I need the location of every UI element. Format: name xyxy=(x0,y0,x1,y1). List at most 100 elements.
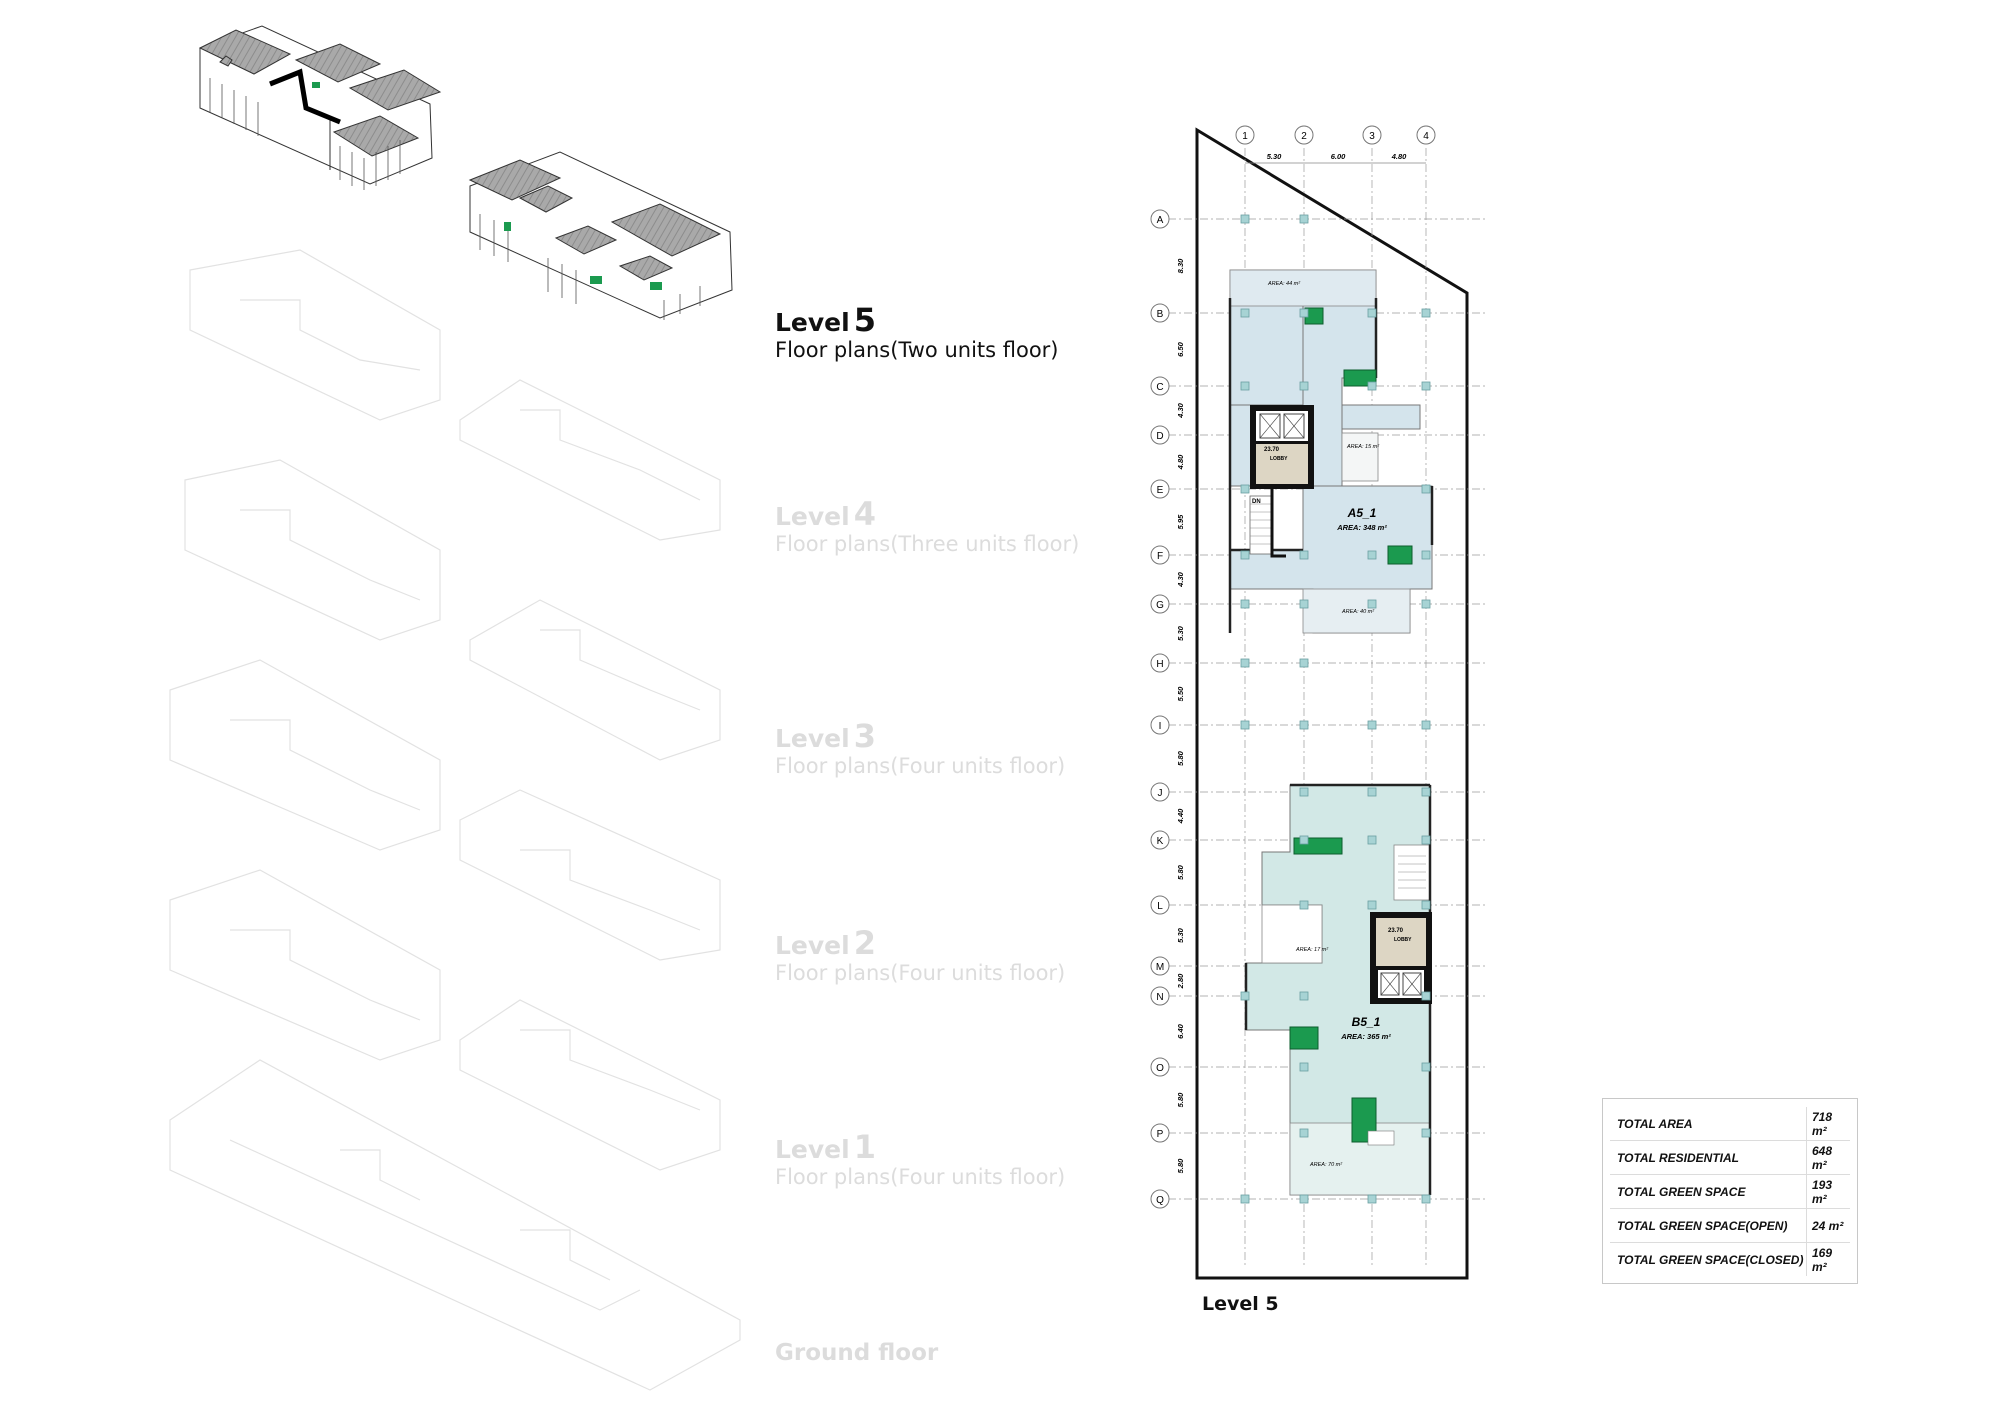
grid-bubble-2: 2 xyxy=(1294,125,1314,145)
column-marker xyxy=(1299,787,1309,797)
column-marker xyxy=(1421,484,1431,494)
grid-bubble-g-label: G xyxy=(1156,600,1164,611)
grid-bubble-j: J xyxy=(1150,782,1170,802)
row-dim-2: 6.50 xyxy=(1176,341,1185,356)
grid-bubble-1: 1 xyxy=(1235,125,1255,145)
grid-bubble-b-label: B xyxy=(1157,309,1164,320)
lobby-b-label: LOBBY xyxy=(1394,937,1412,943)
grid-bubble-c-label: C xyxy=(1156,382,1163,393)
column-marker xyxy=(1421,1128,1431,1138)
column-marker xyxy=(1421,787,1431,797)
row-dim-7: 5.30 xyxy=(1176,625,1185,640)
grid-bubble-3: 3 xyxy=(1362,125,1382,145)
grid-bubble-1-label: 1 xyxy=(1242,131,1248,142)
area-label-3: AREA: 40 m² xyxy=(1341,609,1374,615)
grid-bubble-e-label: E xyxy=(1157,485,1164,496)
unit-b5-1[interactable]: 23.70 LOBBY B5_1 AREA: 365 m² AREA: 17 m… xyxy=(1244,783,1432,1196)
column-dim-3: 4.80 xyxy=(1391,152,1407,161)
lobby-a xyxy=(1256,444,1308,484)
column-marker xyxy=(1299,599,1309,609)
stair-a-label: DN xyxy=(1252,499,1261,505)
grid-bubble-b: B xyxy=(1150,303,1170,323)
summary-value: 169 m² xyxy=(1806,1242,1850,1276)
summary-row: TOTAL GREEN SPACE(OPEN)24 m² xyxy=(1610,1208,1850,1243)
summary-label: TOTAL AREA xyxy=(1610,1107,1807,1141)
grid-bubble-d: D xyxy=(1150,425,1170,445)
row-dim-16: 5.80 xyxy=(1176,1158,1185,1173)
level-2-subtitle: Floor plans(Four units floor) xyxy=(775,961,1066,985)
row-dim-5: 5.95 xyxy=(1176,514,1185,529)
grid-bubble-i: I xyxy=(1150,715,1170,735)
row-dim-10: 4.40 xyxy=(1176,808,1185,824)
unit-a5-1[interactable]: 23.70 LOBBY DN A5_1 AREA: 348 m² AREA: 4… xyxy=(1228,269,1434,634)
column-marker xyxy=(1421,1194,1431,1204)
grid-bubble-d-label: D xyxy=(1156,431,1163,442)
summary-label: TOTAL GREEN SPACE xyxy=(1610,1174,1807,1209)
column-marker xyxy=(1421,900,1431,910)
grid-bubble-i-label: I xyxy=(1159,721,1162,732)
column-marker xyxy=(1421,835,1431,845)
grid-bubble-j-label: J xyxy=(1158,788,1163,799)
column-marker xyxy=(1240,658,1250,668)
grid-bubble-k: K xyxy=(1150,830,1170,850)
level-3-number: 3 xyxy=(853,717,876,755)
column-marker xyxy=(1299,720,1309,730)
column-marker xyxy=(1367,550,1377,560)
column-marker xyxy=(1240,1194,1250,1204)
lobby-a-level: 23.70 xyxy=(1264,447,1280,453)
summary-value: 24 m² xyxy=(1806,1208,1850,1243)
unit-b5-1-name: B5_1 xyxy=(1352,1015,1381,1029)
column-marker xyxy=(1421,991,1431,1001)
column-marker xyxy=(1240,599,1250,609)
grid-bubble-a: A xyxy=(1150,209,1170,229)
row-dim-15: 5.80 xyxy=(1176,1092,1185,1107)
level5-axo-block-b xyxy=(468,151,733,320)
faded-axo-models xyxy=(169,249,741,1391)
column-marker xyxy=(1299,1128,1309,1138)
level-5-subtitle: Floor plans(Two units floor) xyxy=(775,338,1059,362)
grid-bubble-m: M xyxy=(1150,956,1170,976)
ground-floor-label[interactable]: Ground floor xyxy=(775,1340,939,1366)
grid-bubble-3-label: 3 xyxy=(1369,131,1375,142)
grid-bubble-l-label: L xyxy=(1157,901,1163,912)
column-marker xyxy=(1367,835,1377,845)
area-label-5: AREA: 70 m² xyxy=(1309,1162,1342,1168)
column-marker xyxy=(1299,1062,1309,1072)
summary-value: 193 m² xyxy=(1806,1174,1850,1209)
level-1-number: 1 xyxy=(853,1128,876,1166)
column-marker xyxy=(1299,550,1309,560)
column-marker xyxy=(1367,1194,1377,1204)
grid-bubble-o-label: O xyxy=(1156,1063,1164,1074)
column-marker xyxy=(1421,720,1431,730)
column-marker xyxy=(1240,214,1250,224)
unit-a5-1-name: A5_1 xyxy=(1347,506,1377,520)
summary-label: TOTAL GREEN SPACE(CLOSED) xyxy=(1617,1252,1804,1267)
grid-bubble-a-label: A xyxy=(1157,215,1164,226)
level-5-word: Level xyxy=(775,308,850,337)
grid-bubble-n-label: N xyxy=(1156,992,1163,1003)
level-3-subtitle: Floor plans(Four units floor) xyxy=(775,754,1066,778)
column-dim-1: 5.30 xyxy=(1267,152,1282,161)
grid-bubble-l: L xyxy=(1150,895,1170,915)
grid-bubble-f-label: F xyxy=(1157,551,1163,562)
column-marker xyxy=(1240,550,1250,560)
column-marker xyxy=(1367,787,1377,797)
grid-bubble-4-label: 4 xyxy=(1423,131,1429,142)
grid-bubble-q-label: Q xyxy=(1156,1195,1164,1206)
column-marker xyxy=(1421,550,1431,560)
level-4-subtitle: Floor plans(Three units floor) xyxy=(775,532,1080,556)
column-marker xyxy=(1240,484,1250,494)
column-marker xyxy=(1367,308,1377,318)
lobby-b-level: 23.70 xyxy=(1388,928,1404,934)
grid-bubble-2-label: 2 xyxy=(1301,131,1307,142)
